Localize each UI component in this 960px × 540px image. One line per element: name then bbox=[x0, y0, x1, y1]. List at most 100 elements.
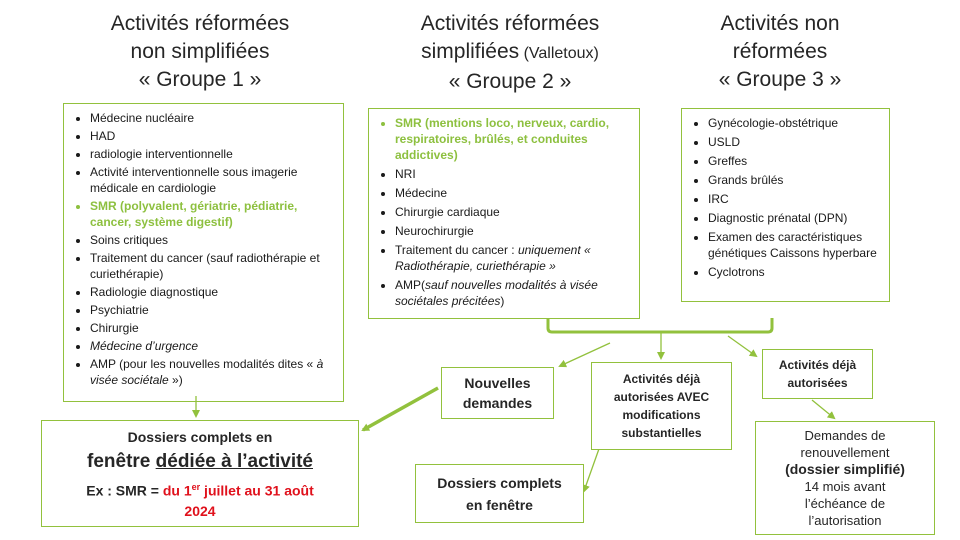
group1-box: Médecine nucléaireHAD radiologie interven… bbox=[63, 103, 344, 402]
modif-line4: substantielles bbox=[621, 426, 702, 440]
list-item-text: AMP (pour les nouvelles modalités dites … bbox=[90, 357, 317, 371]
list-item: Gynécologie-obstétrique bbox=[708, 115, 885, 131]
dedie-line4: 2024 bbox=[184, 503, 216, 520]
arrow-to-nouvelles bbox=[558, 342, 611, 368]
list-item-italic-text: à visée sociétale bbox=[90, 357, 324, 387]
list-item: AMP(sauf nouvelles modalités à visée soc… bbox=[395, 277, 635, 309]
demandes-renouvellement-box: Demandes de renouvellement (dossier simp… bbox=[755, 421, 935, 535]
arrow-nouvelles-to-dossiers bbox=[361, 386, 439, 432]
list-item-text: SMR (polyvalent, gériatrie, pédiatrie, c… bbox=[90, 199, 298, 229]
dedie-line1: Dossiers complets en bbox=[127, 428, 273, 445]
dedie-line3-sup: er bbox=[191, 481, 201, 492]
dedie-line2-prefix: fenêtre bbox=[87, 450, 156, 472]
arrow-to-deja bbox=[727, 335, 758, 358]
dedie-line2: fenêtre dédiée à l’activité bbox=[87, 448, 313, 476]
renouv-line5: l’échéance de bbox=[804, 496, 886, 511]
dedie-line3-red-a: du 1 bbox=[162, 482, 192, 499]
group2-header-line2-main: simplifiées bbox=[421, 40, 520, 63]
list-item: SMR (mentions loco, nerveux, cardio, res… bbox=[395, 115, 635, 163]
group2-header-line2-small: (Valletoux) bbox=[519, 45, 599, 62]
group3-header: Activités non réformées « Groupe 3 » bbox=[680, 10, 880, 94]
list-item: Médecine bbox=[395, 185, 635, 201]
group2-header-line2: simplifiées (Valletoux) bbox=[380, 38, 640, 68]
list-item-text: Radiologie diagnostique bbox=[90, 285, 219, 299]
group1-list: Médecine nucléaireHAD radiologie interven… bbox=[64, 110, 339, 388]
list-item: Grands brûlés bbox=[708, 172, 885, 188]
deja-line2: autorisées bbox=[787, 376, 848, 390]
list-item-suffix: ») bbox=[168, 373, 183, 387]
fenetre-line1: Dossiers complets bbox=[437, 474, 562, 491]
list-item-text: Traitement du cancer (sauf radiothérapie… bbox=[90, 251, 320, 281]
renouv-line2: renouvellement bbox=[800, 445, 890, 460]
list-item: AMP (pour les nouvelles modalités dites … bbox=[90, 356, 339, 388]
list-item-text: Neurochirurgie bbox=[395, 224, 474, 238]
arrow-deja-to-renouvellement bbox=[811, 399, 836, 420]
group-brace bbox=[546, 318, 774, 334]
list-item: Médecine d’urgence bbox=[90, 338, 339, 354]
list-item: Chirurgie bbox=[90, 320, 339, 336]
modif-line1: Activités déjà bbox=[622, 372, 701, 386]
list-item: Radiologie diagnostique bbox=[90, 284, 339, 300]
list-item: Médecine nucléaire bbox=[90, 110, 339, 126]
dedie-line3: Ex : SMR = du 1er juillet au 31 août bbox=[86, 476, 314, 502]
nouvelles-demandes-box: Nouvelles demandes bbox=[441, 367, 554, 419]
list-item-text: radiologie interventionnelle bbox=[90, 147, 233, 161]
dedie-line3-prefix: Ex : SMR = bbox=[86, 482, 163, 499]
modif-line2: autorisées AVEC bbox=[613, 390, 710, 404]
list-item-text: Greffes bbox=[708, 154, 748, 168]
list-item: USLD bbox=[708, 134, 885, 150]
group1-header-line3: « Groupe 1 » bbox=[138, 68, 262, 91]
list-item: Traitement du cancer (sauf radiothérapie… bbox=[90, 250, 339, 282]
nouvelles-line1: Nouvelles bbox=[464, 375, 531, 391]
list-item: Neurochirurgie bbox=[395, 223, 635, 239]
list-item: SMR (polyvalent, gériatrie, pédiatrie, c… bbox=[90, 198, 339, 230]
group2-header-line3: « Groupe 2 » bbox=[448, 70, 572, 93]
group2-header: Activités réformées simplifiées (Valleto… bbox=[380, 10, 640, 96]
list-item-suffix: ) bbox=[500, 294, 505, 308]
list-item: Examen des caractéristiques génétiques C… bbox=[708, 229, 885, 261]
list-item-italic-text: sauf nouvelles modalités à visée sociéta… bbox=[395, 278, 598, 308]
list-item: Activité interventionnelle sous imagerie… bbox=[90, 164, 339, 196]
list-item: NRI bbox=[395, 166, 635, 182]
list-item-text: Activité interventionnelle sous imagerie… bbox=[90, 165, 298, 195]
renouv-line1: Demandes de bbox=[804, 428, 886, 443]
list-item-text: Cyclotrons bbox=[708, 265, 765, 279]
modifications-substantielles-box: Activités déjà autorisées AVEC modificat… bbox=[591, 362, 732, 450]
list-item-text: Grands brûlés bbox=[708, 173, 784, 187]
list-item-text: IRC bbox=[708, 192, 729, 206]
list-item: Traitement du cancer : uniquement « Radi… bbox=[395, 242, 635, 274]
group2-header-line1: Activités réformées bbox=[420, 12, 600, 35]
dossiers-complets-fenetre-box: Dossiers complets en fenêtre bbox=[415, 464, 584, 523]
dedie-line3-red-b: juillet au 31 août bbox=[200, 482, 314, 499]
dossiers-fenetre-dediee-box: Dossiers complets en fenêtre dédiée à l’… bbox=[41, 420, 359, 527]
dedie-line2-underlined: dédiée à l’activité bbox=[155, 450, 313, 472]
list-item: Chirurgie cardiaque bbox=[395, 204, 635, 220]
renouv-line3: (dossier simplifié) bbox=[785, 461, 905, 477]
list-item-text: Examen des caractéristiques génétiques C… bbox=[708, 230, 877, 260]
deja-line1: Activités déjà bbox=[778, 358, 857, 372]
list-item: IRC bbox=[708, 191, 885, 207]
group1-header: Activités réformées non simplifiées « Gr… bbox=[70, 10, 330, 94]
list-item-text: Médecine bbox=[395, 186, 448, 200]
nouvelles-line2: demandes bbox=[462, 395, 533, 411]
group3-box: Gynécologie-obstétriqueUSLD GreffesGrands… bbox=[681, 108, 890, 302]
list-item-text: Traitement du cancer : bbox=[395, 243, 518, 257]
list-item: radiologie interventionnelle bbox=[90, 146, 339, 162]
list-item-text: SMR (mentions loco, nerveux, cardio, res… bbox=[395, 116, 610, 162]
list-item-text: Médecine d’urgence bbox=[90, 339, 199, 353]
list-item: HAD bbox=[90, 128, 339, 144]
renouv-line4: 14 mois avant bbox=[804, 479, 886, 494]
list-item: Soins critiques bbox=[90, 232, 339, 248]
group3-header-line1: Activités non bbox=[720, 12, 840, 35]
list-item: Greffes bbox=[708, 153, 885, 169]
group1-header-line1: Activités réformées bbox=[110, 12, 290, 35]
list-item-text: Chirurgie cardiaque bbox=[395, 205, 500, 219]
list-item-text: Soins critiques bbox=[90, 233, 169, 247]
arrow-modif-to-fenetre bbox=[582, 445, 601, 493]
list-item-text: NRI bbox=[395, 167, 416, 181]
group3-header-line3: « Groupe 3 » bbox=[718, 68, 842, 91]
list-item: Psychiatrie bbox=[90, 302, 339, 318]
list-item-text: AMP( bbox=[395, 278, 425, 292]
group3-header-line2: réformées bbox=[732, 40, 828, 63]
